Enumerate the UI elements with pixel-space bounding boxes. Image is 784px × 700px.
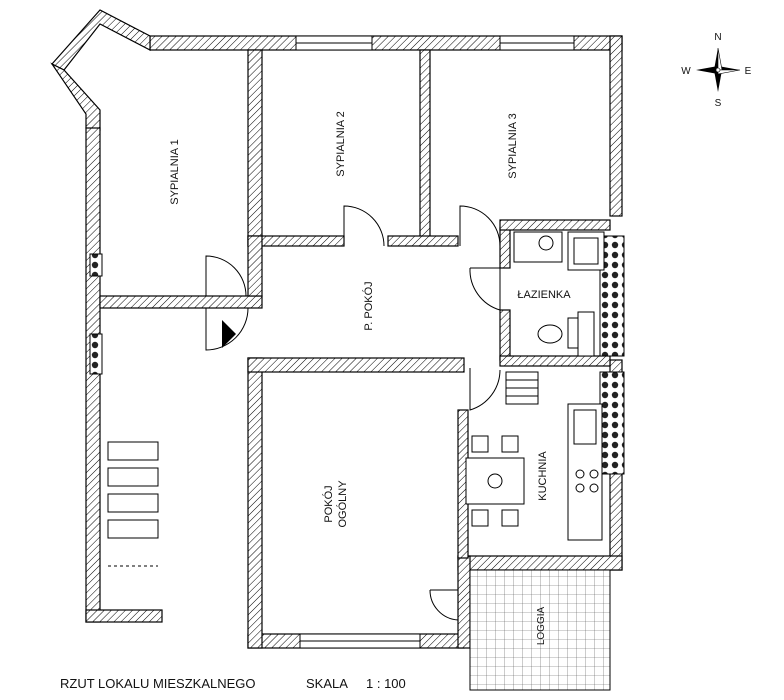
interior-walls (99, 49, 611, 559)
scale-value: 1 : 100 (366, 676, 406, 691)
loggia-floor (469, 569, 611, 691)
exterior-walls (50, 9, 623, 649)
scale-label: SKALA (306, 676, 348, 691)
label-sypialnia-2: SYPIALNIA 2 (335, 111, 347, 176)
compass-w: W (681, 66, 691, 77)
kitchen-fixtures (465, 371, 603, 541)
windows (295, 35, 575, 649)
stair-lines (107, 441, 159, 567)
label-sypialnia-1: SYPIALNIA 1 (169, 139, 181, 204)
compass-s: S (715, 98, 722, 109)
bathroom-fixtures (513, 231, 605, 357)
label-pokoj-line2: OGÓLNY (336, 480, 349, 528)
label-p-pokoj: P. POKÓJ (362, 281, 375, 330)
label-loggia: LOGGIA (536, 607, 547, 646)
doors (205, 205, 501, 621)
label-lazienka: ŁAZIENKA (517, 289, 571, 301)
label-pokoj-line1: POKÓJ (322, 485, 335, 522)
kitchen-tiles (599, 371, 625, 475)
plan-title: RZUT LOKALU MIESZKALNEGO (60, 676, 256, 691)
label-kuchnia: KUCHNIA (537, 451, 549, 501)
compass-e: E (745, 66, 752, 77)
compass-n: N (714, 32, 721, 43)
label-sypialnia-3: SYPIALNIA 3 (507, 113, 519, 178)
compass-rose: N S E W (681, 32, 751, 109)
